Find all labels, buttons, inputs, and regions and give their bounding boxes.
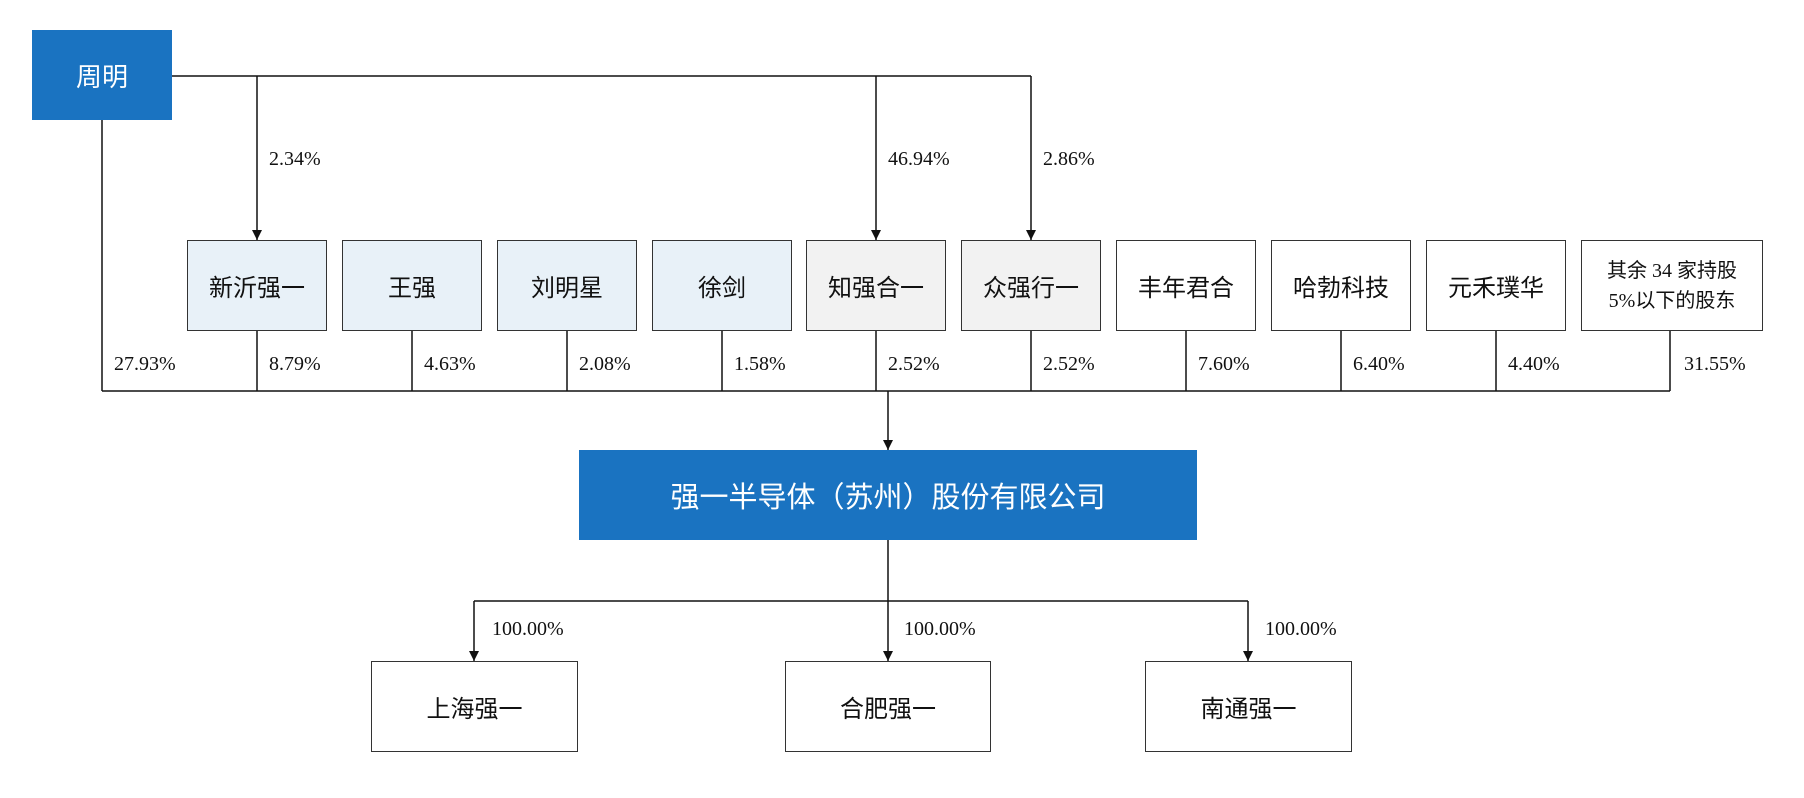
subsidiary-box-shanghai: 上海强一 bbox=[371, 661, 578, 752]
stake-label: 31.55% bbox=[1684, 353, 1746, 375]
shareholder-name: 新沂强一 bbox=[209, 276, 305, 302]
shareholder-name: 元禾璞华 bbox=[1448, 276, 1544, 302]
stake-label: 8.79% bbox=[269, 353, 321, 375]
stake-label: 7.60% bbox=[1198, 353, 1250, 375]
subsidiary-name: 上海强一 bbox=[426, 697, 523, 723]
stake-label: 1.58% bbox=[734, 353, 786, 375]
stake-label-controller: 27.93% bbox=[114, 353, 176, 375]
shareholder-name-line1: 其余 34 家持股 bbox=[1607, 259, 1737, 282]
stake-label-zhiqiang: 46.94% bbox=[888, 148, 950, 170]
shareholder-box-habo: 哈勃科技 bbox=[1271, 240, 1411, 331]
shareholder-name-line2: 5%以下的股东 bbox=[1608, 289, 1736, 312]
subsidiary-stake-label: 100.00% bbox=[1265, 618, 1337, 640]
stake-label-zhongqiang: 2.86% bbox=[1043, 148, 1095, 170]
shareholder-name: 王强 bbox=[388, 276, 436, 302]
shareholder-box-fengnian: 丰年君合 bbox=[1116, 240, 1256, 331]
stake-label: 4.63% bbox=[424, 353, 476, 375]
controller-name: 周明 bbox=[75, 62, 128, 93]
subsidiary-stake-label: 100.00% bbox=[904, 618, 976, 640]
shareholder-box-xinyi: 新沂强一 bbox=[187, 240, 327, 331]
shareholder-box-liumingxing: 刘明星 bbox=[497, 240, 637, 331]
shareholder-box-xujian: 徐剑 bbox=[652, 240, 792, 331]
subsidiary-box-hefei: 合肥强一 bbox=[785, 661, 991, 752]
company-box: 强一半导体（苏州）股份有限公司 bbox=[579, 450, 1197, 540]
shareholder-box-zhongqiang: 众强行一 bbox=[961, 240, 1101, 331]
shareholder-name: 众强行一 bbox=[983, 276, 1079, 302]
shareholder-name: 丰年君合 bbox=[1138, 276, 1234, 302]
stake-label-xinyi: 2.34% bbox=[269, 148, 321, 170]
controller-box: 周明 bbox=[32, 30, 172, 120]
shareholder-box-yuanhe: 元禾璞华 bbox=[1426, 240, 1566, 331]
subsidiary-name: 南通强一 bbox=[1200, 697, 1297, 723]
shareholder-box-others: 其余 34 家持股 5%以下的股东 bbox=[1581, 240, 1763, 331]
shareholder-name: 徐剑 bbox=[698, 276, 746, 302]
subsidiary-stake-label: 100.00% bbox=[492, 618, 564, 640]
subsidiary-name: 合肥强一 bbox=[840, 697, 936, 723]
stake-label: 2.52% bbox=[1043, 353, 1095, 375]
shareholder-name: 知强合一 bbox=[828, 276, 924, 302]
stake-label: 4.40% bbox=[1508, 353, 1560, 375]
shareholder-name: 刘明星 bbox=[531, 276, 603, 302]
shareholder-box-zhiqiang: 知强合一 bbox=[806, 240, 946, 331]
subsidiary-box-nantong: 南通强一 bbox=[1145, 661, 1352, 752]
shareholder-box-wangqiang: 王强 bbox=[342, 240, 482, 331]
shareholder-name: 哈勃科技 bbox=[1293, 276, 1389, 302]
stake-label: 2.08% bbox=[579, 353, 631, 375]
stake-label: 6.40% bbox=[1353, 353, 1405, 375]
company-name: 强一半导体（苏州）股份有限公司 bbox=[670, 480, 1106, 514]
stake-label: 2.52% bbox=[888, 353, 940, 375]
